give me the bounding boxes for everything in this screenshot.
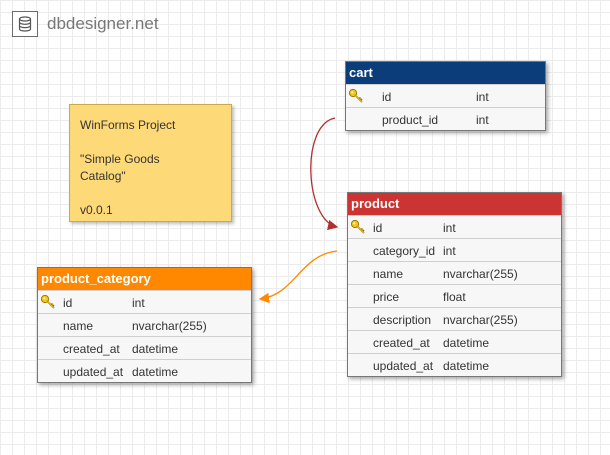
note-line-title: WinForms Project bbox=[80, 118, 176, 132]
table-field-row[interactable]: id int bbox=[348, 215, 561, 238]
field-type: datetime bbox=[443, 336, 490, 350]
field-name: updated_at bbox=[373, 359, 434, 373]
field-type: int bbox=[443, 244, 456, 258]
field-name: category_id bbox=[373, 244, 436, 258]
relation-product-category bbox=[258, 250, 338, 304]
field-name: description bbox=[373, 313, 432, 327]
table-product[interactable]: product id int category_id int name nvar… bbox=[347, 192, 562, 377]
note-line-subtitle: "Simple Goods Catalog" bbox=[80, 152, 160, 183]
field-name: created_at bbox=[373, 336, 430, 350]
table-cart[interactable]: cart id int product_id int bbox=[345, 61, 546, 131]
table-field-row[interactable]: updated_at datetime bbox=[38, 359, 251, 382]
field-name: product_id bbox=[382, 113, 439, 127]
note-line-version: v0.0.1 bbox=[80, 203, 113, 217]
field-type: int bbox=[476, 113, 489, 127]
field-name: id bbox=[63, 296, 73, 310]
field-type: nvarchar(255) bbox=[443, 313, 518, 327]
table-field-row[interactable]: name nvarchar(255) bbox=[348, 261, 561, 284]
field-name: name bbox=[63, 319, 94, 333]
table-field-row[interactable]: category_id int bbox=[348, 238, 561, 261]
field-type: datetime bbox=[132, 365, 179, 379]
table-field-row[interactable]: updated_at datetime bbox=[348, 353, 561, 376]
primary-key-icon bbox=[348, 88, 364, 104]
database-icon bbox=[12, 11, 38, 37]
field-type: int bbox=[443, 221, 456, 235]
primary-key-icon bbox=[350, 219, 366, 235]
field-name: created_at bbox=[63, 342, 120, 356]
field-type: int bbox=[132, 296, 145, 310]
primary-key-icon bbox=[40, 294, 56, 310]
brand-logo[interactable]: dbdesigner.net bbox=[12, 11, 159, 37]
field-type: datetime bbox=[443, 359, 490, 373]
table-header-product-category[interactable]: product_category bbox=[38, 268, 251, 290]
field-type: datetime bbox=[132, 342, 179, 356]
table-field-row[interactable]: description nvarchar(255) bbox=[348, 307, 561, 330]
field-name: id bbox=[382, 90, 392, 104]
relation-cart-product bbox=[310, 117, 339, 231]
field-name: updated_at bbox=[63, 365, 124, 379]
table-field-row[interactable]: id int bbox=[346, 84, 545, 107]
table-header-cart[interactable]: cart bbox=[346, 62, 545, 84]
field-type: float bbox=[443, 290, 466, 304]
field-name: price bbox=[373, 290, 400, 304]
field-name: name bbox=[373, 267, 404, 281]
table-field-row[interactable]: price float bbox=[348, 284, 561, 307]
field-type: int bbox=[476, 90, 489, 104]
table-field-row[interactable]: name nvarchar(255) bbox=[38, 313, 251, 336]
brand-name: dbdesigner.net bbox=[47, 14, 159, 33]
table-product-category[interactable]: product_category id int name nvarchar(25… bbox=[37, 267, 252, 383]
field-name: id bbox=[373, 221, 383, 235]
table-field-row[interactable]: id int bbox=[38, 290, 251, 313]
field-type: nvarchar(255) bbox=[443, 267, 518, 281]
table-field-row[interactable]: created_at datetime bbox=[348, 330, 561, 353]
table-header-product[interactable]: product bbox=[348, 193, 561, 215]
field-type: nvarchar(255) bbox=[132, 319, 207, 333]
table-field-row[interactable]: created_at datetime bbox=[38, 336, 251, 359]
project-note[interactable]: WinForms Project "Simple Goods Catalog" … bbox=[69, 104, 232, 222]
table-field-row[interactable]: product_id int bbox=[346, 107, 545, 130]
